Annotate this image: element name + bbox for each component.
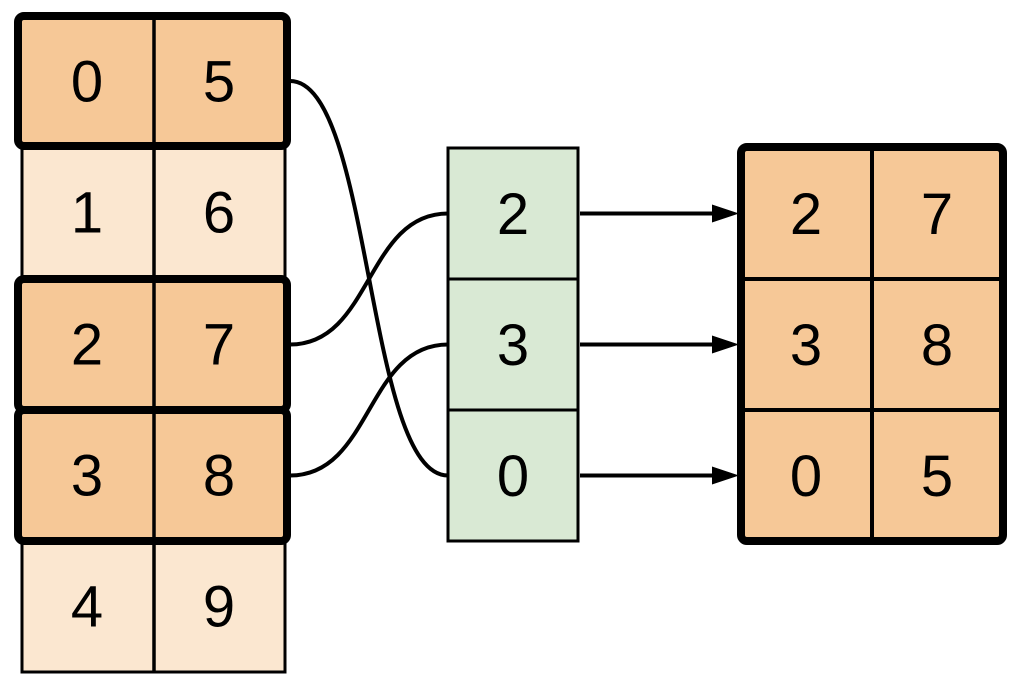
source-cell-4-1: 9 xyxy=(203,574,235,639)
source-cell-2-1: 7 xyxy=(203,312,235,377)
arrow-head-2 xyxy=(712,466,739,485)
result-cell-1-0: 3 xyxy=(790,313,822,378)
index-cell-1-box xyxy=(446,277,580,412)
arrow-index-2-to-result-2 xyxy=(580,466,739,485)
result-cell-0-1: 7 xyxy=(921,182,953,247)
arrow-index-1-to-result-1 xyxy=(580,335,739,354)
source-row-2: 2 7 xyxy=(14,275,291,414)
index-column: 2 3 0 xyxy=(446,146,580,543)
index-cell-1-value: 3 xyxy=(497,313,529,378)
result-cell-2-1: 5 xyxy=(921,444,953,509)
result-table: 2 7 3 8 0 5 xyxy=(737,143,1007,545)
index-cell-0-value: 2 xyxy=(497,182,529,247)
curve-source-row-3-to-index-1 xyxy=(288,342,450,478)
source-cell-0-1: 5 xyxy=(203,49,235,114)
result-cell-2-0: 0 xyxy=(790,444,822,509)
source-cell-0-0: 0 xyxy=(71,49,103,114)
source-row-4: 4 9 xyxy=(20,539,287,674)
index-cell-2-box xyxy=(446,408,580,543)
arrow-head-1 xyxy=(712,335,739,354)
source-row-3: 3 8 xyxy=(14,406,291,545)
result-cell-1-1: 8 xyxy=(921,313,953,378)
result-cell-0-0: 2 xyxy=(790,182,822,247)
source-to-index-curves xyxy=(288,79,450,478)
source-row-0: 0 5 xyxy=(14,12,291,150)
source-cell-2-0: 2 xyxy=(71,312,103,377)
curve-source-row-2-to-index-0 xyxy=(288,211,450,347)
source-cell-3-0: 3 xyxy=(71,443,103,508)
index-cell-0-box xyxy=(446,146,580,281)
source-cell-1-1: 6 xyxy=(203,180,235,245)
arrow-head-0 xyxy=(712,204,739,223)
source-cell-1-0: 1 xyxy=(71,180,103,245)
arrow-index-0-to-result-0 xyxy=(580,204,739,223)
index-to-result-arrows xyxy=(580,204,739,485)
source-table: 1 6 4 9 0 5 2 7 3 8 xyxy=(14,12,291,674)
source-cell-4-0: 4 xyxy=(71,574,103,639)
source-row-1: 1 6 xyxy=(20,144,287,280)
source-cell-3-1: 8 xyxy=(203,443,235,508)
index-cell-2-value: 0 xyxy=(497,444,529,509)
